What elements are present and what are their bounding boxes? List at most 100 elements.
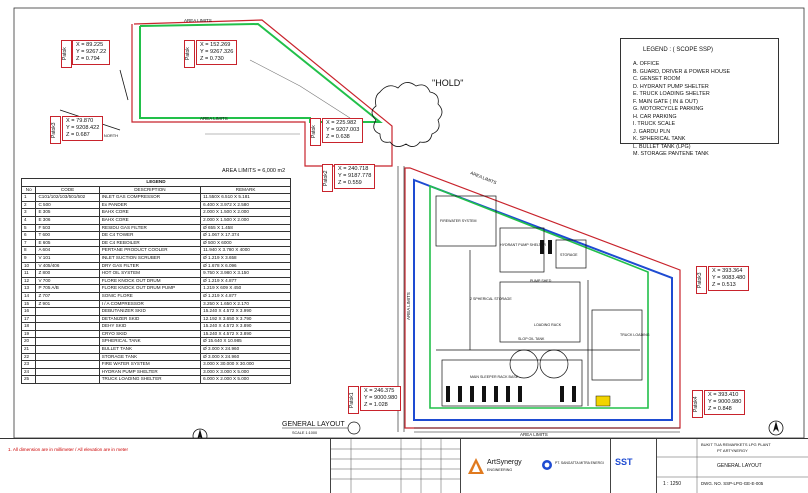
row-code: T 600	[35, 231, 100, 240]
row-description: PERTANE PRODUCT COOLER	[98, 246, 202, 255]
row-description: INLET SUCTION SCRUBER	[98, 253, 202, 263]
row-description: INLET GAS COMPRESSOR	[98, 193, 202, 202]
patok-tag: Patok	[184, 40, 195, 68]
header-description: DESCRIPTION	[98, 185, 202, 195]
row-remark: Ø 1.219 X 3.658	[200, 253, 291, 263]
row-no: 19	[20, 329, 37, 339]
row-no: 12	[20, 276, 37, 286]
row-description: FIRE WATER SYSTEM	[98, 360, 202, 369]
row-code	[35, 352, 100, 362]
coord-z: Z = 1.028	[364, 402, 388, 408]
label-storage: STORAGE	[560, 253, 578, 257]
artsynergy-logo-icon	[468, 458, 484, 474]
coordinate-box: X = 240.718 Y = 9187.778 Z = 0.559	[334, 164, 376, 189]
label-loading-rack: LOADING RACK	[534, 323, 562, 327]
row-no: 6	[20, 231, 37, 240]
area-limits-label: AREA LIMITS	[520, 432, 548, 437]
label-firewater: FIREWATER SYSTEM	[440, 219, 477, 223]
hold-label: "HOLD"	[432, 78, 463, 88]
equipment-yellow	[595, 395, 611, 407]
row-remark: Ø 1.219 X 4.877	[200, 291, 291, 301]
patok-tag: Patok4	[692, 390, 703, 418]
area-limits-total: AREA LIMITS = 6,000 m2	[222, 168, 285, 174]
patok-tag: Patok3	[50, 116, 61, 144]
scope-legend-item: A. OFFICE	[633, 61, 660, 67]
row-no: 1	[20, 193, 37, 202]
company2-name: PT. SANGATTA MITRA ENERGI	[555, 461, 604, 465]
row-description: Ex PANDER	[98, 200, 202, 210]
row-description: RESIDU GAS FILTER	[98, 223, 202, 233]
row-description: DETANIZER SKID	[98, 314, 202, 324]
company-logos: ArtSynergy ENGINEERING PT. SANGATTA MITR…	[460, 439, 611, 493]
coord-y: Y = 9208.422	[66, 125, 100, 131]
scope-legend-item: C. GENSET ROOM	[633, 76, 681, 82]
row-no: 14	[20, 291, 37, 301]
row-no: 3	[20, 208, 37, 217]
project-sub: PT ARTYNERGY	[717, 448, 748, 453]
row-code	[35, 329, 100, 339]
row-remark: 2.000 X 1.500 X 2.000	[200, 208, 291, 217]
row-no: 13	[20, 284, 37, 293]
label-truck-loading: TRUCK LOADING	[620, 333, 650, 337]
row-code: C 500	[35, 200, 100, 210]
coordinate-box: X = 79.870 Y = 9208.422 Z = 0.687	[62, 116, 104, 141]
row-no: 21	[20, 345, 37, 354]
patok-tag: Patok	[310, 118, 321, 146]
legend-table-header: No CODE DESCRIPTION REMARK	[20, 185, 291, 195]
row-no: 9	[20, 253, 37, 263]
coord-y: Y = 9187.778	[338, 173, 372, 179]
row-code	[35, 314, 100, 324]
general-layout-scale: SCALE 1:1000	[292, 431, 317, 435]
coord-y: Y = 9207.003	[326, 127, 360, 133]
patok-tag: Patok	[61, 40, 72, 68]
road-line	[249, 59, 351, 119]
row-no: 10	[20, 261, 37, 271]
row-description: FLORE KNOCK OUT DRUM PUMP	[98, 284, 202, 293]
header-remark: REMARK	[200, 185, 291, 195]
row-remark: Ø 655 X 1.458	[200, 223, 291, 233]
row-code	[35, 360, 100, 369]
title-note: 1. All dimension are in millimeter / All…	[8, 447, 128, 452]
company1-name: ArtSynergy	[487, 459, 522, 466]
scope-legend-item: L. BULLET TANK (LPG)	[633, 143, 691, 150]
patok-tag: Patok2	[322, 164, 333, 192]
coord-z: Z = 0.638	[326, 134, 350, 140]
boundary-green-top	[139, 22, 383, 123]
coordinate-box: X = 89.225 Y = 9267.22 Z = 0.794	[72, 40, 111, 65]
revision-grid-lines	[331, 439, 461, 493]
coordinate-box: X = 393.364 Y = 9083.480 Z = 0.513	[708, 266, 750, 291]
row-code: P 705 A/B	[35, 284, 100, 293]
company2-logo-icon	[542, 460, 552, 470]
plant-fence-blue	[413, 178, 673, 421]
coordinate-box: X = 246.375 Y = 9000.980 Z = 1.028	[360, 386, 402, 411]
section-bubble	[347, 421, 361, 435]
coord-x: X = 225.982	[326, 120, 357, 126]
row-description: DE C4 REBOILER	[98, 238, 202, 248]
company3-name: SST	[615, 457, 633, 467]
row-code: Z 707	[35, 291, 100, 301]
row-description: DE C4 TOWER	[98, 231, 202, 240]
row-remark: 9.750 X 3.980 X 3.150	[200, 269, 291, 278]
plant-boundary-green	[429, 184, 649, 409]
row-remark: Ø 3.000 X 24.960	[200, 345, 291, 354]
row-code	[35, 307, 100, 316]
label-slop-tank: SLOP OIL TANK	[518, 337, 545, 341]
north-arrow-icon	[768, 420, 784, 436]
row-remark: 15.240 X 4.572 X 3.890	[200, 322, 291, 331]
patok-tag: Patok3	[696, 266, 707, 294]
coord-z: Z = 0.848	[708, 406, 732, 412]
coord-x: X = 246.375	[364, 388, 395, 394]
row-remark: 2.000 X 1.500 X 2.000	[200, 215, 291, 225]
row-no: 22	[20, 352, 37, 362]
